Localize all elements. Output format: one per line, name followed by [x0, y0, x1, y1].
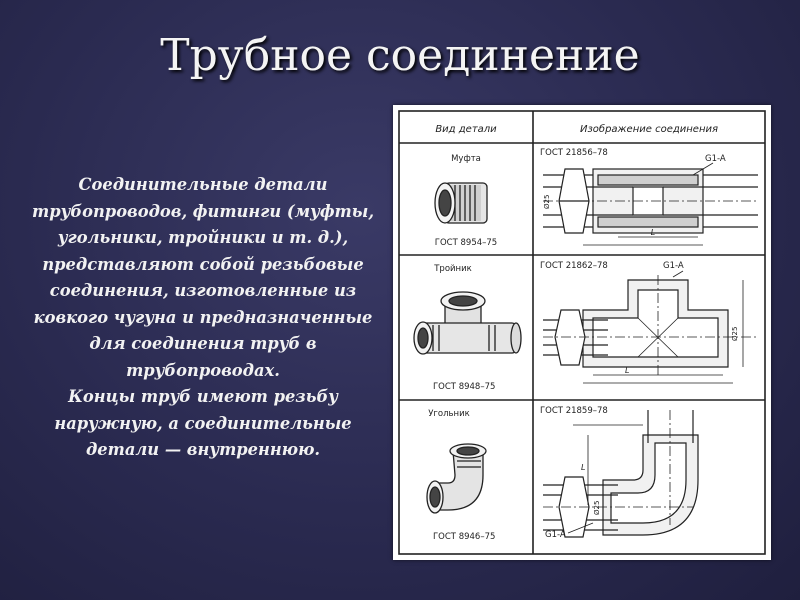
row3-thread-label: G1-A — [545, 530, 566, 540]
row1-thread-label: G1-A — [705, 154, 726, 164]
header-part-type: Вид детали — [435, 124, 497, 135]
elbow-icon — [426, 443, 487, 514]
table-frame — [398, 110, 766, 555]
figure-drawing: Вид детали Изображение соединения Муфта … — [398, 110, 766, 555]
row3-diameter-label: Ø25 — [593, 501, 601, 515]
header-connection-image: Изображение соединения — [580, 123, 718, 135]
row2-length-label: L — [625, 366, 629, 375]
row1-connection-gost: ГОСТ 21856–78 — [540, 148, 608, 158]
row2-thread-label: G1-A — [663, 261, 684, 271]
row1-part-name: Муфта — [451, 154, 481, 164]
row2-part-gost: ГОСТ 8948–75 — [433, 382, 495, 392]
row2-connection-gost: ГОСТ 21862–78 — [540, 261, 608, 271]
tee-icon — [413, 291, 522, 355]
row2-diameter-label: Ø25 — [731, 327, 739, 341]
slide-title: Трубное соединение — [160, 30, 640, 81]
body-paragraph-1: Соединительные детали трубопроводов, фит… — [32, 175, 374, 380]
row2-part-name: Тройник — [433, 264, 472, 274]
row3-part-name: Угольник — [428, 409, 470, 419]
coupling-icon — [434, 182, 488, 224]
row3-connection-gost: ГОСТ 21859–78 — [540, 406, 608, 416]
row1-length-label: L — [651, 228, 655, 237]
coupling-section-drawing — [543, 162, 758, 246]
pipe-joint-figure: Вид детали Изображение соединения Муфта … — [393, 105, 771, 560]
row1-part-gost: ГОСТ 8954–75 — [435, 238, 497, 248]
slide-body-text: Соединительные детали трубопроводов, фит… — [28, 172, 378, 464]
tee-section-drawing — [543, 270, 758, 384]
row3-part-gost: ГОСТ 8946–75 — [433, 532, 495, 542]
elbow-section-drawing — [543, 410, 699, 538]
body-paragraph-2: Концы труб имеют резьбу наружную, а соед… — [54, 387, 352, 459]
row1-diameter-label: Ø25 — [543, 195, 551, 209]
row3-length-label: L — [581, 463, 585, 472]
